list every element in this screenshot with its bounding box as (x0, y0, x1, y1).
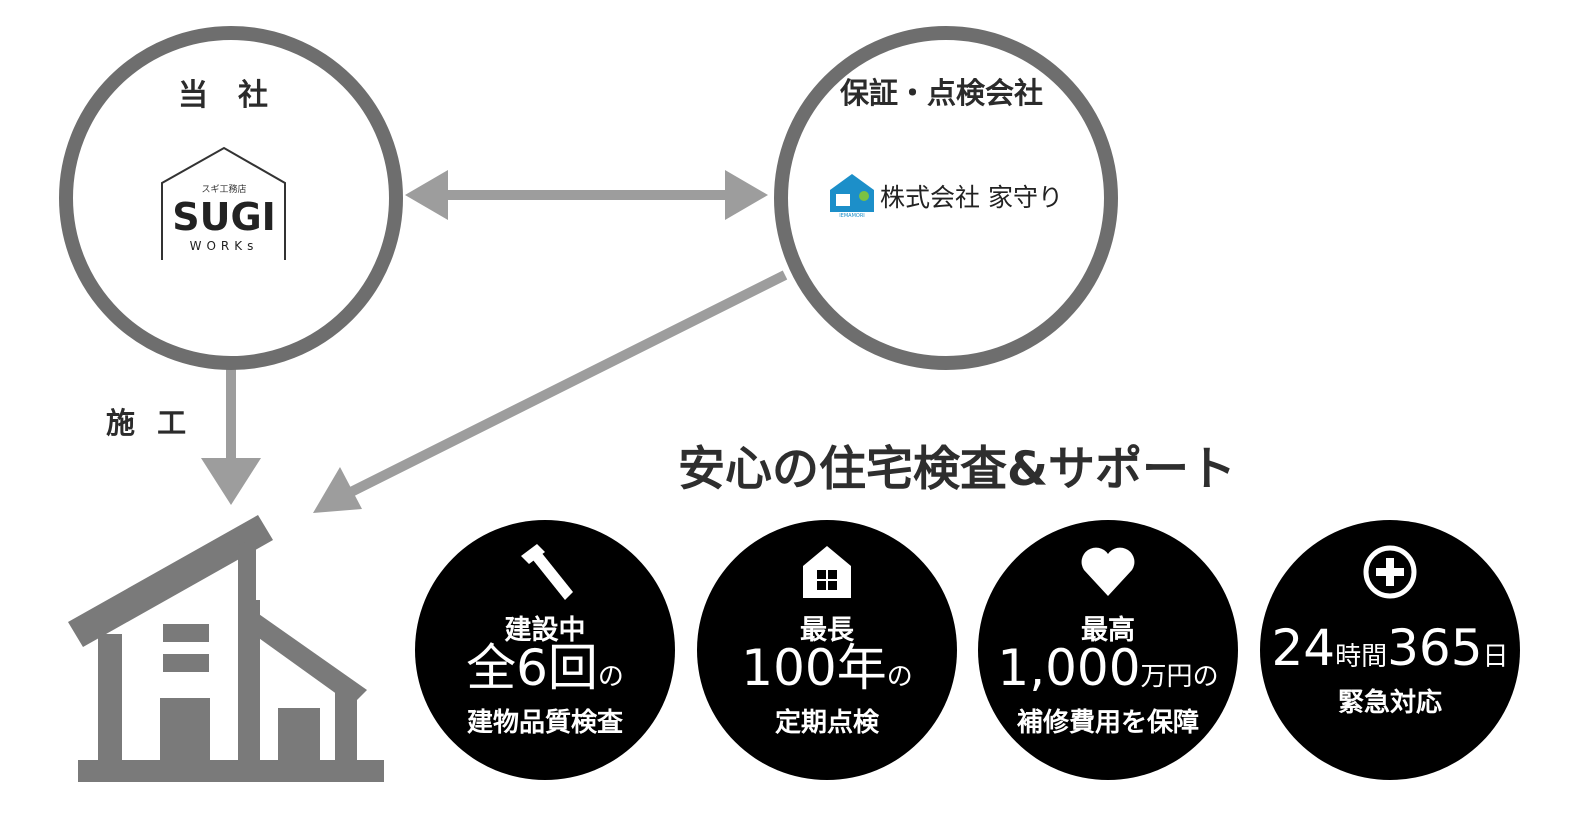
logo-sub-text: IEMAMORI (839, 213, 865, 219)
badge-emergency: 24時間365日 緊急対応 (1260, 520, 1520, 780)
badge-main: 1,000万円の (997, 639, 1219, 697)
hammer-icon (415, 542, 675, 602)
badge-line1: 最長 (800, 615, 854, 646)
two-way-arrow (405, 170, 768, 220)
sugi-works-logo: スギ工務店 SUGI WORKs (161, 146, 286, 260)
heart-icon (978, 542, 1238, 602)
badge-main: 100年の (741, 639, 913, 697)
badge-repair-guarantee: 最高 1,000万円の 補修費用を保障 (978, 520, 1238, 780)
badge-main: 24時間365日 (1271, 619, 1509, 677)
badge-line3: 定期点検 (774, 708, 879, 738)
badge-main: 全6回の (466, 639, 624, 697)
logo-sub-text: WORKs (190, 239, 259, 253)
construction-arrow (201, 368, 261, 505)
badge-line1: 建設中 (504, 615, 586, 646)
inspection-arrow (313, 270, 788, 513)
badge-line3: 補修費用を保障 (1016, 708, 1199, 738)
house-icon (68, 515, 384, 782)
iemamori-logo: IEMAMORI 株式会社 家守り (830, 174, 1063, 219)
badge-inspection: 建設中 全6回の 建物品質検査 (415, 520, 675, 780)
house-icon (697, 542, 957, 602)
guarantor-title: 保証・点検会社 (840, 76, 1044, 110)
company-circle (59, 26, 403, 370)
guarantor-circle (774, 26, 1118, 370)
headline: 安心の住宅検査&サポート (678, 442, 1236, 497)
construction-label: 施 工 (106, 406, 193, 440)
badge-line1: 最高 (1081, 615, 1135, 646)
badge-line3: 建物品質検査 (466, 708, 623, 738)
logo-main-text: SUGI (172, 195, 276, 239)
logo-small-text: スギ工務店 (201, 183, 246, 195)
badge-line3: 緊急対応 (1337, 688, 1442, 718)
company-title: 当 社 (178, 78, 268, 113)
logo-company-name: 株式会社 家守り (880, 183, 1063, 212)
plus-circle-icon (1260, 542, 1520, 602)
badge-periodic-check: 最長 100年の 定期点検 (697, 520, 957, 780)
